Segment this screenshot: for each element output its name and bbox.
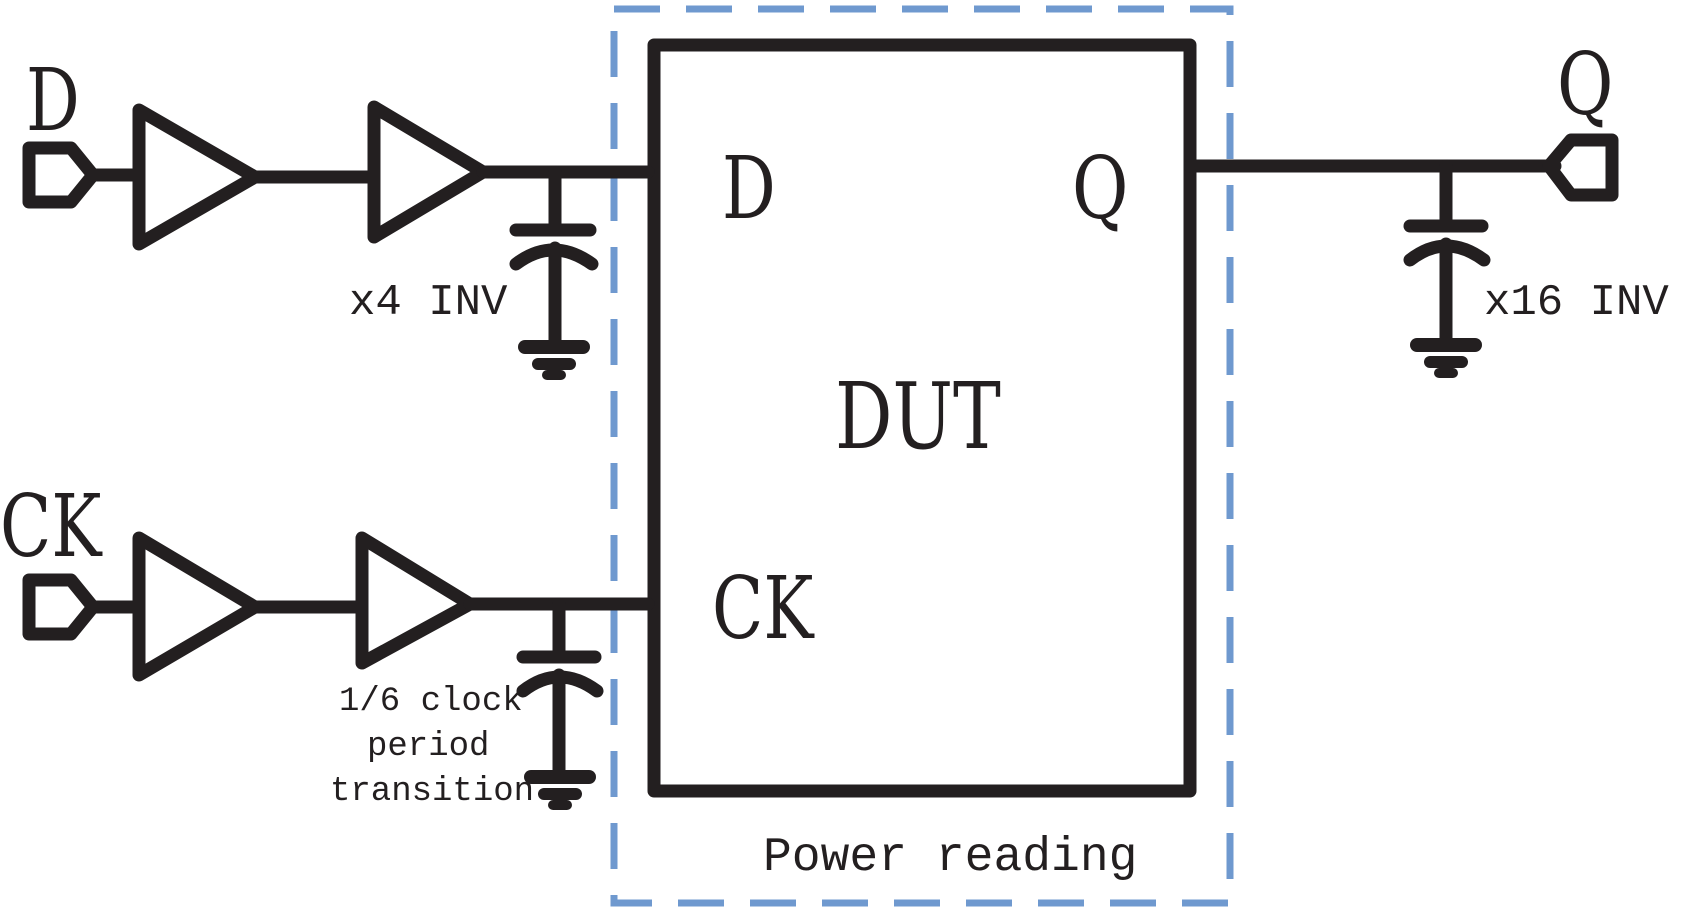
buffer-ck-1 [132, 531, 262, 682]
label-output-q: Q [1557, 36, 1613, 135]
capacitor-ck-transition [516, 597, 604, 810]
dut-name-label: DUT [835, 363, 1001, 470]
label-ck-transition-3: transition [330, 773, 534, 811]
buffer-ck-2 [355, 531, 477, 670]
input-port-d [22, 141, 100, 209]
output-port-q [1542, 133, 1619, 202]
label-load-d: x4 INV [349, 278, 508, 328]
buffer-d-2 [367, 100, 490, 244]
dut-pin-label-ck: CK [712, 559, 815, 659]
buffer-d-1 [132, 103, 262, 251]
input-port-ck [22, 573, 100, 641]
label-ck-transition-1: 1/6 clock [339, 683, 523, 721]
dut-pin-label-q: Q [1072, 140, 1128, 239]
capacitor-load-d [509, 165, 599, 380]
dut-pin-label-d: D [722, 139, 776, 239]
label-ck-transition-2: period [367, 728, 489, 766]
capacitor-load-q [1403, 159, 1491, 378]
label-load-q: x16 INV [1484, 278, 1669, 328]
label-power-reading: Power reading [763, 831, 1137, 885]
power-reading-region [610, 5, 1234, 907]
label-input-d: D [26, 51, 80, 151]
label-input-ck: CK [0, 477, 103, 577]
dut-box [647, 38, 1197, 798]
